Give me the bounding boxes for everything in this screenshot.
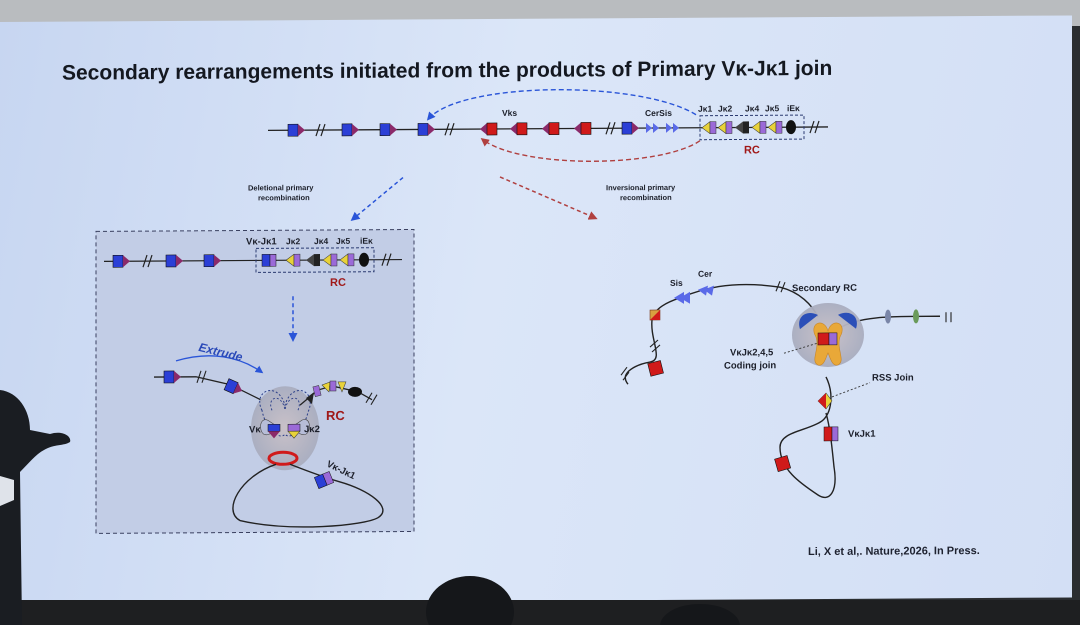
projector-screen: Secondary rearrangements initiated from … bbox=[0, 15, 1072, 605]
deletional-strand-rss1 bbox=[174, 370, 181, 383]
top-blue-v-segments bbox=[287, 121, 639, 137]
vkjk1-purple-segment bbox=[831, 426, 839, 442]
top-jk2-label: Jκ2 bbox=[718, 104, 732, 114]
top-iek-label: iEκ bbox=[787, 103, 800, 113]
deletional-outgoing-elements bbox=[306, 380, 362, 405]
downstream-element-2 bbox=[913, 309, 919, 324]
top-rc-box bbox=[699, 114, 805, 141]
inversional-main-strand bbox=[624, 283, 819, 385]
secondary-rc-label: Secondary RC bbox=[792, 283, 857, 294]
deletional-label-1: Deletional primary bbox=[248, 183, 314, 192]
coding-join-label-1: VκJκ2,4,5 bbox=[730, 347, 774, 358]
top-jk5-label: Jκ5 bbox=[765, 103, 779, 113]
inversional-panel: Sis Cer Secondary RC VκJκ2,4,5 Coding jo… bbox=[620, 269, 952, 499]
deletional-jk4-label: Jκ4 bbox=[314, 236, 328, 246]
deletional-v-segments bbox=[112, 254, 221, 268]
loop-vkjk1-segment bbox=[314, 471, 334, 489]
audience-heads bbox=[426, 576, 740, 625]
deletional-outgoing-break bbox=[365, 392, 378, 406]
deletional-rc-label: RC bbox=[330, 277, 346, 289]
deletional-jk5-label: Jκ5 bbox=[336, 236, 350, 246]
deletional-breaks bbox=[142, 253, 392, 268]
deletional-jk2-label: Jκ2 bbox=[286, 236, 300, 246]
top-red-v-segments bbox=[480, 122, 592, 136]
deletional-panel: Vκ-Jκ1 Jκ2 Jκ4 Jκ5 iEκ RC Extrude bbox=[95, 228, 415, 534]
extrude-arrow bbox=[175, 355, 264, 374]
rss-join-pointer bbox=[831, 382, 871, 398]
inversional-label-1: Inversional primary bbox=[606, 183, 676, 192]
sis-label: Sis bbox=[670, 278, 683, 288]
presenter-silhouette bbox=[0, 390, 71, 625]
rss-join-label: RSS Join bbox=[872, 372, 914, 383]
top-blue-curved-arrow bbox=[426, 89, 697, 121]
loop-jk2-rss bbox=[287, 430, 301, 439]
deletional-branch-arrow bbox=[350, 176, 404, 222]
deletional-jk-segments bbox=[261, 252, 369, 267]
inversional-breaks bbox=[620, 281, 952, 381]
loop-jk2-segment bbox=[287, 423, 301, 432]
top-locus: Vks CerSis Jκ1 Jκ2 Jκ4 Jκ5 iEκ RC bbox=[268, 89, 828, 162]
downstream-element-1 bbox=[885, 309, 891, 324]
coding-join-vk bbox=[817, 332, 830, 346]
cer-label: Cer bbox=[698, 269, 713, 279]
citation: Li, X et al,. Nature,2026, In Press. bbox=[808, 545, 980, 558]
top-rc-label: RC bbox=[744, 144, 760, 156]
vkjk1-red-segment bbox=[823, 426, 833, 442]
deletional-iek-label: iEκ bbox=[360, 236, 373, 246]
inversional-label-2: recombination bbox=[620, 193, 672, 202]
deletional-rc-cluster bbox=[251, 386, 319, 471]
loop-rc-label: RC bbox=[326, 408, 345, 423]
loop-vk-label: Vκ bbox=[249, 424, 261, 435]
inversional-branch-arrow bbox=[499, 176, 598, 220]
top-breaks bbox=[315, 120, 820, 137]
loop-jk2-label: Jκ2 bbox=[304, 424, 320, 435]
vks-label: Vks bbox=[502, 108, 517, 118]
deletional-rc-box bbox=[255, 247, 375, 273]
top-jk4-label: Jκ4 bbox=[745, 103, 759, 113]
room-floor bbox=[0, 600, 1080, 625]
loop-vk-segment bbox=[267, 424, 281, 432]
deletional-rc-dotted-loops bbox=[259, 390, 311, 437]
deletional-panel-box bbox=[95, 228, 415, 534]
coding-join-pointer bbox=[783, 342, 819, 354]
deletional-strand-v2 bbox=[223, 378, 243, 395]
top-cersis-elements bbox=[646, 122, 679, 134]
inversional-lower-red-v bbox=[774, 455, 792, 473]
coding-join-jk bbox=[828, 332, 838, 346]
deletional-strand-v1 bbox=[163, 370, 175, 384]
inversional-red-v bbox=[647, 360, 664, 377]
top-jk-segments bbox=[701, 120, 796, 135]
loop-vk-rss bbox=[268, 431, 280, 439]
top-red-curved-arrow bbox=[480, 138, 701, 162]
deletional-strand-break bbox=[196, 370, 207, 383]
cersis-label: CerSis bbox=[645, 108, 672, 118]
inversional-vkjk1-label: VκJκ1 bbox=[848, 429, 876, 440]
inversional-cersis-elements bbox=[674, 285, 714, 304]
slide-title: Secondary rearrangements initiated from … bbox=[62, 57, 832, 85]
cohesin-ring bbox=[267, 450, 299, 466]
slide-canvas: Secondary rearrangements initiated from … bbox=[62, 57, 980, 558]
top-jk1-label: Jκ1 bbox=[698, 104, 712, 114]
inversional-lower-loop bbox=[779, 376, 836, 499]
deletional-vkjk1-label: Vκ-Jκ1 bbox=[246, 236, 277, 247]
coding-join-label-2: Coding join bbox=[724, 360, 776, 371]
deletional-label-2: recombination bbox=[258, 193, 310, 202]
